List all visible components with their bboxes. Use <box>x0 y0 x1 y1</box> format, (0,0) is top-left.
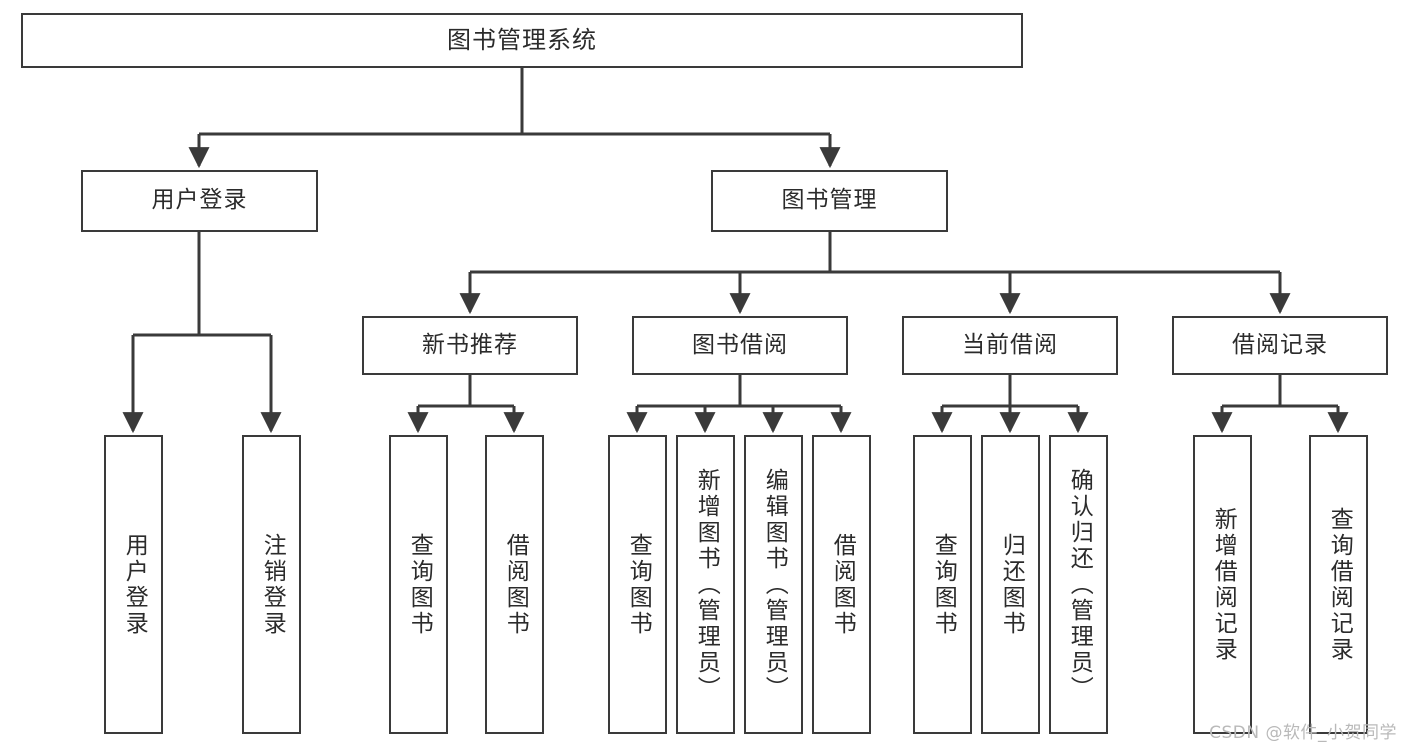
node-leaf-borrow-book-2[interactable]: 借阅图书 <box>812 435 871 734</box>
node-leaf-confirm-return-label: 确认归还（管理员） <box>1066 467 1093 702</box>
node-borrow-record-label: 借阅记录 <box>1232 331 1328 358</box>
node-user-login-label: 用户登录 <box>151 187 248 214</box>
node-book-manage[interactable]: 图书管理 <box>711 170 948 232</box>
node-leaf-user-logout-label: 注销登录 <box>259 532 286 637</box>
node-leaf-borrow-book-1-label: 借阅图书 <box>502 532 529 637</box>
node-leaf-add-record-label: 新增借阅记录 <box>1210 506 1237 663</box>
node-leaf-query-book-3-label: 查询图书 <box>930 532 957 637</box>
node-leaf-confirm-return[interactable]: 确认归还（管理员） <box>1049 435 1108 734</box>
node-leaf-query-record-label: 查询借阅记录 <box>1326 506 1353 663</box>
node-leaf-edit-book[interactable]: 编辑图书（管理员） <box>744 435 803 734</box>
node-borrow-record[interactable]: 借阅记录 <box>1172 316 1388 375</box>
node-leaf-query-book-2-label: 查询图书 <box>625 532 652 637</box>
node-book-borrow-label: 图书借阅 <box>692 331 788 358</box>
node-leaf-user-login-label: 用户登录 <box>121 532 148 637</box>
node-leaf-return-book[interactable]: 归还图书 <box>981 435 1040 734</box>
node-current-borrow[interactable]: 当前借阅 <box>902 316 1118 375</box>
node-leaf-borrow-book-1[interactable]: 借阅图书 <box>485 435 544 734</box>
node-leaf-query-book-2[interactable]: 查询图书 <box>608 435 667 734</box>
node-new-book-rec-label: 新书推荐 <box>422 331 518 358</box>
node-leaf-user-login[interactable]: 用户登录 <box>104 435 163 734</box>
node-leaf-add-book-label: 新增图书（管理员） <box>693 467 720 702</box>
node-book-borrow[interactable]: 图书借阅 <box>632 316 848 375</box>
node-leaf-borrow-book-2-label: 借阅图书 <box>829 532 856 637</box>
node-leaf-query-book-3[interactable]: 查询图书 <box>913 435 972 734</box>
node-leaf-query-book-1[interactable]: 查询图书 <box>389 435 448 734</box>
node-root[interactable]: 图书管理系统 <box>21 13 1023 68</box>
node-root-label: 图书管理系统 <box>447 26 597 55</box>
node-leaf-return-book-label: 归还图书 <box>998 532 1025 637</box>
node-leaf-add-record[interactable]: 新增借阅记录 <box>1193 435 1252 734</box>
node-user-login[interactable]: 用户登录 <box>81 170 318 232</box>
node-leaf-query-record[interactable]: 查询借阅记录 <box>1309 435 1368 734</box>
node-leaf-user-logout[interactable]: 注销登录 <box>242 435 301 734</box>
node-book-manage-label: 图书管理 <box>781 187 878 214</box>
node-leaf-add-book[interactable]: 新增图书（管理员） <box>676 435 735 734</box>
node-leaf-query-book-1-label: 查询图书 <box>406 532 433 637</box>
node-new-book-rec[interactable]: 新书推荐 <box>362 316 578 375</box>
node-leaf-edit-book-label: 编辑图书（管理员） <box>761 467 788 702</box>
node-current-borrow-label: 当前借阅 <box>962 331 1058 358</box>
